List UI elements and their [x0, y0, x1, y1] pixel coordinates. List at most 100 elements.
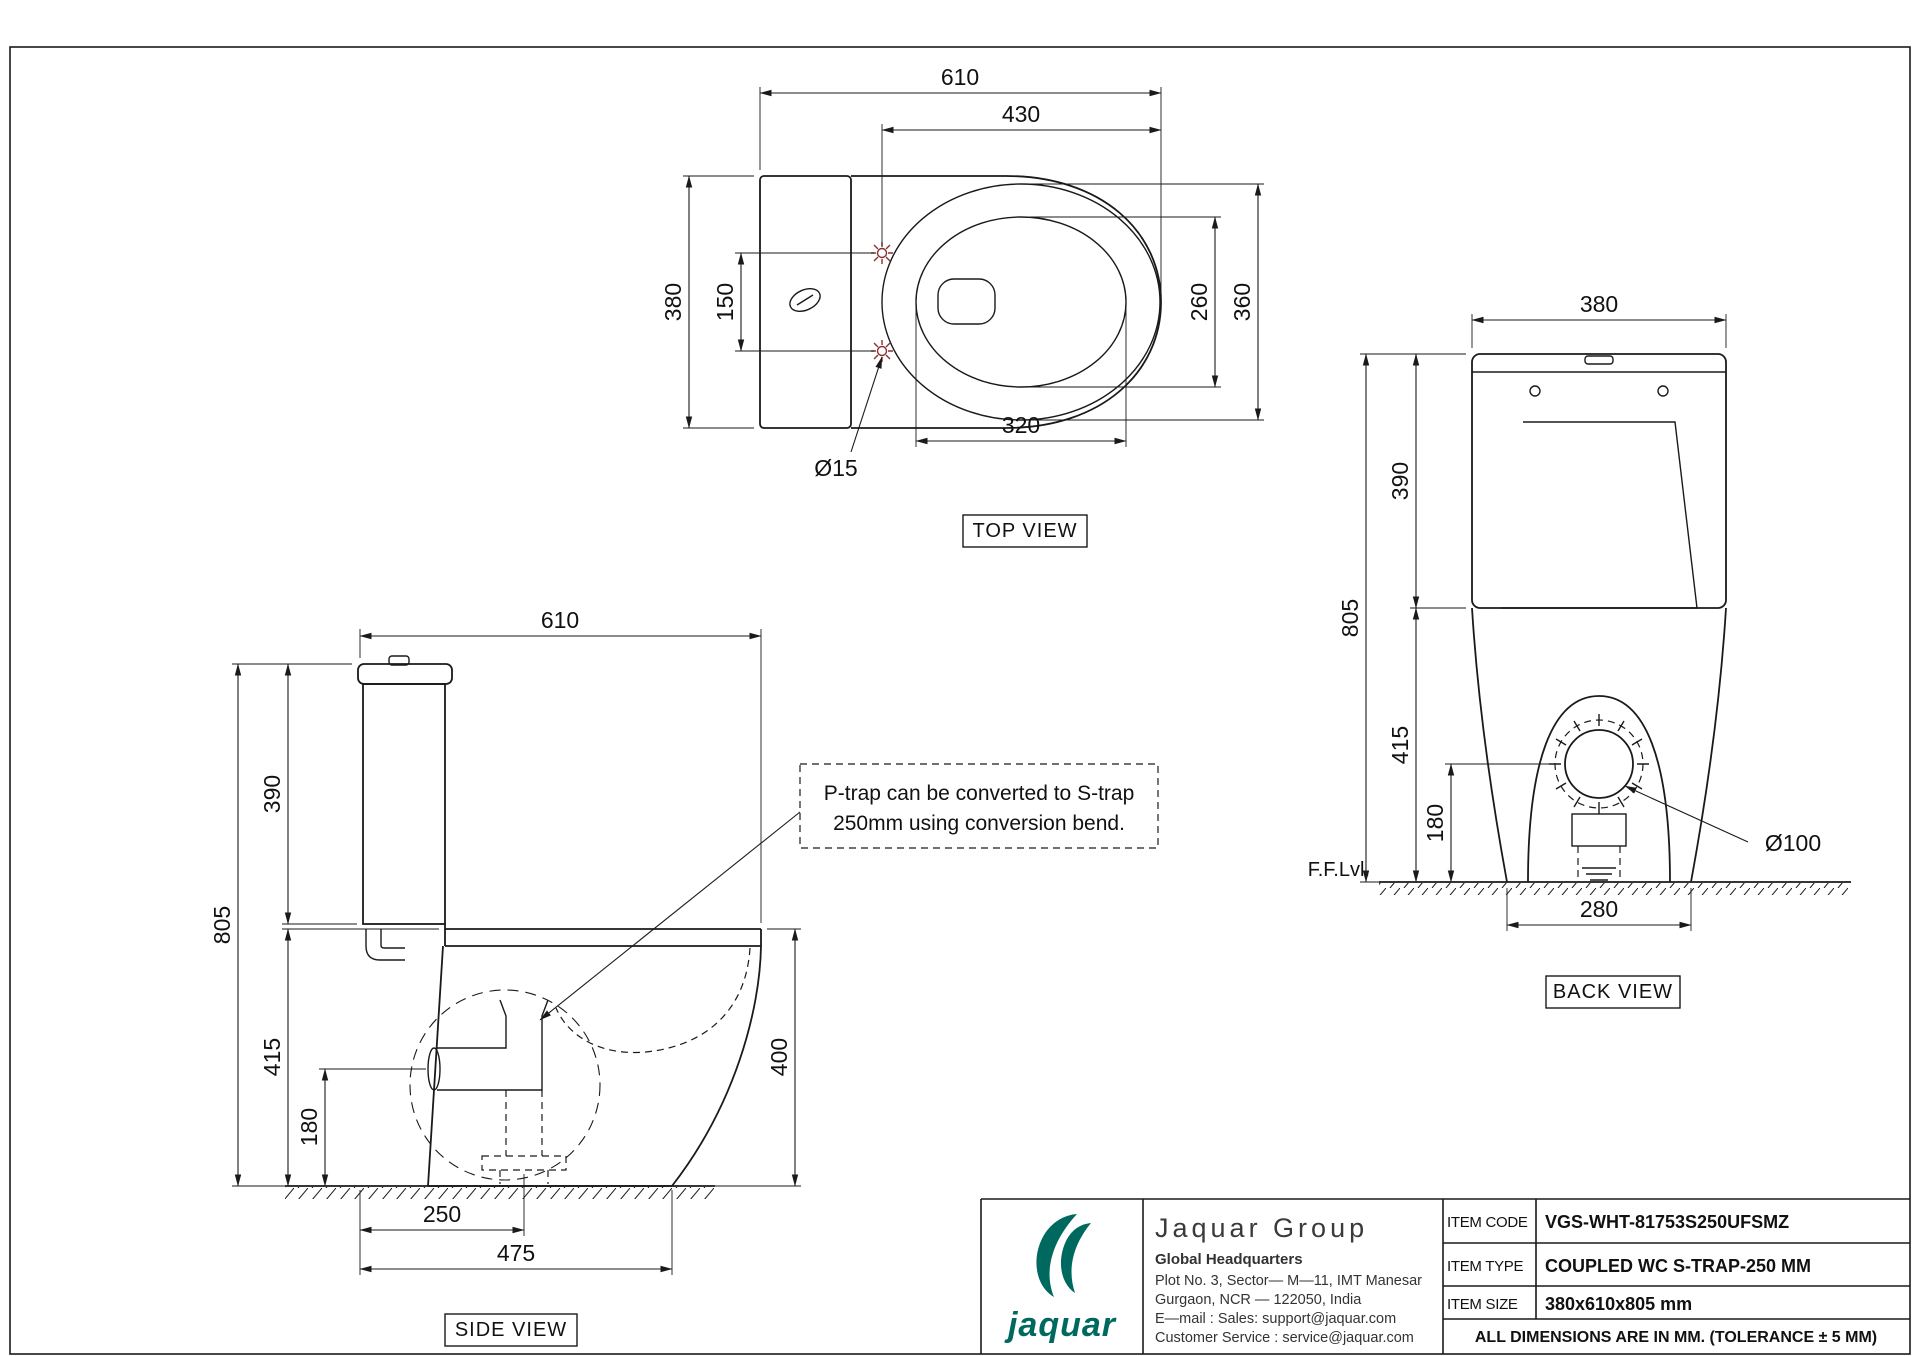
tank-lid-side — [357, 663, 453, 685]
tolerance-note: ALL DIMENSIONS ARE IN MM. (TOLERANCE ± 5… — [1475, 1329, 1877, 1346]
company-customer-service: Customer Service : service@jaquar.com — [1155, 1330, 1414, 1346]
p-trap-detail — [409, 989, 601, 1184]
outlet-circle — [1564, 729, 1634, 799]
bowl-opening — [915, 216, 1127, 388]
item-code-value: VGS-WHT-81753S250UFSMZ — [1545, 1212, 1789, 1232]
floor-flange-hidden — [481, 1155, 567, 1171]
dim-475: 475 — [497, 1240, 535, 1266]
outlet-dia-leader — [1624, 785, 1749, 843]
base-arch — [1527, 695, 1671, 883]
top-view-title: TOP VIEW — [972, 520, 1077, 542]
outlet-pipe — [1571, 813, 1627, 847]
floor-hatch-side — [285, 1187, 715, 1199]
bowl-cavity-hidden — [555, 947, 751, 1054]
company-address1: Plot No. 3, Sector— M—11, IMT Manesar — [1155, 1273, 1422, 1289]
side-view-label: SIDE VIEW — [444, 1313, 578, 1347]
outlet-assembly — [1549, 714, 1649, 881]
title-block-grid — [980, 1198, 1910, 1354]
dim-610-top: 610 — [941, 64, 979, 90]
dim-805-back: 805 — [1337, 599, 1363, 637]
item-type-label: ITEM TYPE — [1447, 1258, 1523, 1275]
logo-wordmark: jaquar — [1004, 1306, 1117, 1344]
top-view-label: TOP VIEW — [962, 514, 1088, 548]
side-view-title: SIDE VIEW — [455, 1319, 567, 1341]
back-view-dimensions: 380 805 390 415 180 Ø100 280 — [1337, 291, 1821, 931]
top-view: 610 430 380 150 260 360 320 Ø15 TOP VIEW — [660, 64, 1264, 548]
item-type-value: COUPLED WC S-TRAP-250 MM — [1545, 1256, 1811, 1276]
dim-390-back: 390 — [1387, 462, 1413, 500]
annotation-line2: 250mm using conversion bend. — [833, 812, 1125, 835]
dim-260: 260 — [1186, 283, 1212, 321]
dim-400: 400 — [766, 1038, 792, 1076]
jaquar-logo: jaquar — [1004, 1214, 1117, 1344]
flush-elbow — [365, 929, 405, 961]
item-table: ITEM CODE VGS-WHT-81753S250UFSMZ ITEM TY… — [1447, 1212, 1877, 1346]
dim-outlet-dia: Ø100 — [1765, 830, 1821, 856]
logo-swoosh-left — [1036, 1214, 1077, 1297]
water-spot — [937, 278, 996, 325]
dim-150: 150 — [712, 283, 738, 321]
dim-hole-dia: Ø15 — [814, 455, 857, 481]
dim-805-side: 805 — [209, 906, 235, 944]
dim-280: 280 — [1580, 896, 1618, 922]
outlet-bolt-ring — [1554, 719, 1644, 809]
flush-button — [789, 287, 821, 313]
body-right-edge — [1690, 607, 1727, 883]
dim-610-side: 610 — [541, 607, 579, 633]
dim-320: 320 — [1002, 412, 1040, 438]
annotation-line1: P-trap can be converted to S-trap — [824, 782, 1135, 805]
bowl-body-outline — [851, 175, 1162, 429]
annotation-box — [799, 763, 1159, 849]
dim-415-side: 415 — [259, 1038, 285, 1076]
tank-back-outline — [1471, 353, 1727, 609]
item-size-label: ITEM SIZE — [1447, 1296, 1518, 1313]
pedestal-back-edge — [427, 945, 444, 1187]
sheet-border — [9, 46, 1911, 1355]
tank-recess — [1501, 421, 1698, 609]
dim-430: 430 — [1002, 101, 1040, 127]
trap-annotation: P-trap can be converted to S-trap 250mm … — [539, 763, 1159, 1021]
side-view: 610 390 805 415 180 400 250 475 — [209, 607, 1159, 1347]
drain-hatch — [1582, 867, 1616, 881]
seat-outer-ring — [881, 183, 1161, 421]
company-hq: Global Headquarters — [1155, 1251, 1303, 1268]
company-name: Jaquar Group — [1155, 1213, 1368, 1243]
title-block: jaquar Jaquar Group Global Headquarters … — [980, 1198, 1910, 1354]
tank-top-outline — [759, 175, 852, 429]
dim-180-back: 180 — [1422, 804, 1448, 842]
tank-side-outline — [362, 683, 446, 925]
company-email: E—mail : Sales: support@jaquar.com — [1155, 1311, 1396, 1327]
dim-380-back: 380 — [1580, 291, 1618, 317]
back-view-label: BACK VIEW — [1545, 975, 1681, 1009]
tank-hole-right — [1657, 385, 1669, 397]
floor-hatch-back — [1379, 883, 1851, 895]
body-left-edge — [1471, 607, 1508, 883]
bowl-front-profile — [671, 945, 762, 1187]
dim-390-side: 390 — [259, 775, 285, 813]
company-address2: Gurgaon, NCR — 122050, India — [1155, 1292, 1362, 1308]
trap-detail-circle — [409, 989, 601, 1181]
company-info: Jaquar Group Global Headquarters Plot No… — [1155, 1213, 1422, 1346]
dim-380-top: 380 — [660, 283, 686, 321]
rim-seat-lines — [444, 924, 762, 947]
tank-hole-left — [1529, 385, 1541, 397]
dim-250: 250 — [423, 1201, 461, 1227]
dim-180-side: 180 — [296, 1108, 322, 1146]
tank-button-side — [388, 655, 410, 666]
flush-button-slot — [796, 294, 814, 306]
back-view: F.F.Lvl. 380 805 390 415 180 Ø100 280 — [1308, 291, 1851, 1009]
side-view-dimensions: 610 390 805 415 180 400 250 475 — [209, 607, 801, 1275]
tank-button-back — [1584, 355, 1614, 365]
logo-swoosh-right — [1060, 1223, 1091, 1293]
floor-level-label: F.F.Lvl. — [1308, 859, 1370, 881]
dim-415-back: 415 — [1387, 726, 1413, 764]
annotation-leader — [539, 811, 801, 1021]
dim-360: 360 — [1229, 283, 1255, 321]
outlet-lugs — [1549, 714, 1649, 814]
top-view-dimensions: 610 430 380 150 260 360 320 Ø15 — [660, 64, 1264, 481]
back-view-title: BACK VIEW — [1553, 981, 1673, 1003]
item-code-label: ITEM CODE — [1447, 1214, 1528, 1231]
item-size-value: 380x610x805 mm — [1545, 1294, 1692, 1314]
